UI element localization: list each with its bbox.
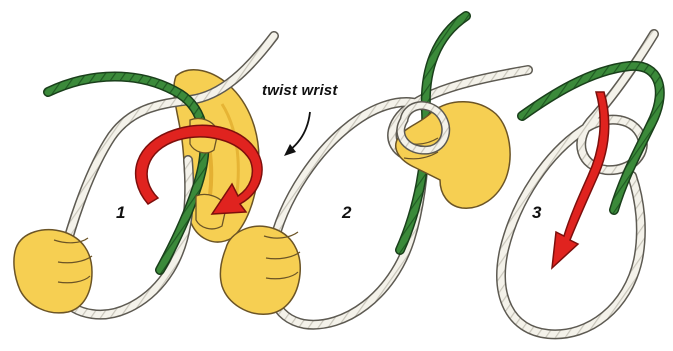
step2-right-hand [396,102,510,208]
step-3-figure [501,34,660,334]
annotation-pointer-arrow [284,112,310,156]
step3-thread-arrow [552,92,609,268]
step-number-2: 2 [342,203,351,223]
step-number-1: 1 [116,203,125,223]
step-number-3: 3 [532,203,541,223]
step2-left-hand [220,226,300,314]
twist-wrist-annotation: twist wrist [262,82,338,99]
step-2-figure [220,16,528,325]
